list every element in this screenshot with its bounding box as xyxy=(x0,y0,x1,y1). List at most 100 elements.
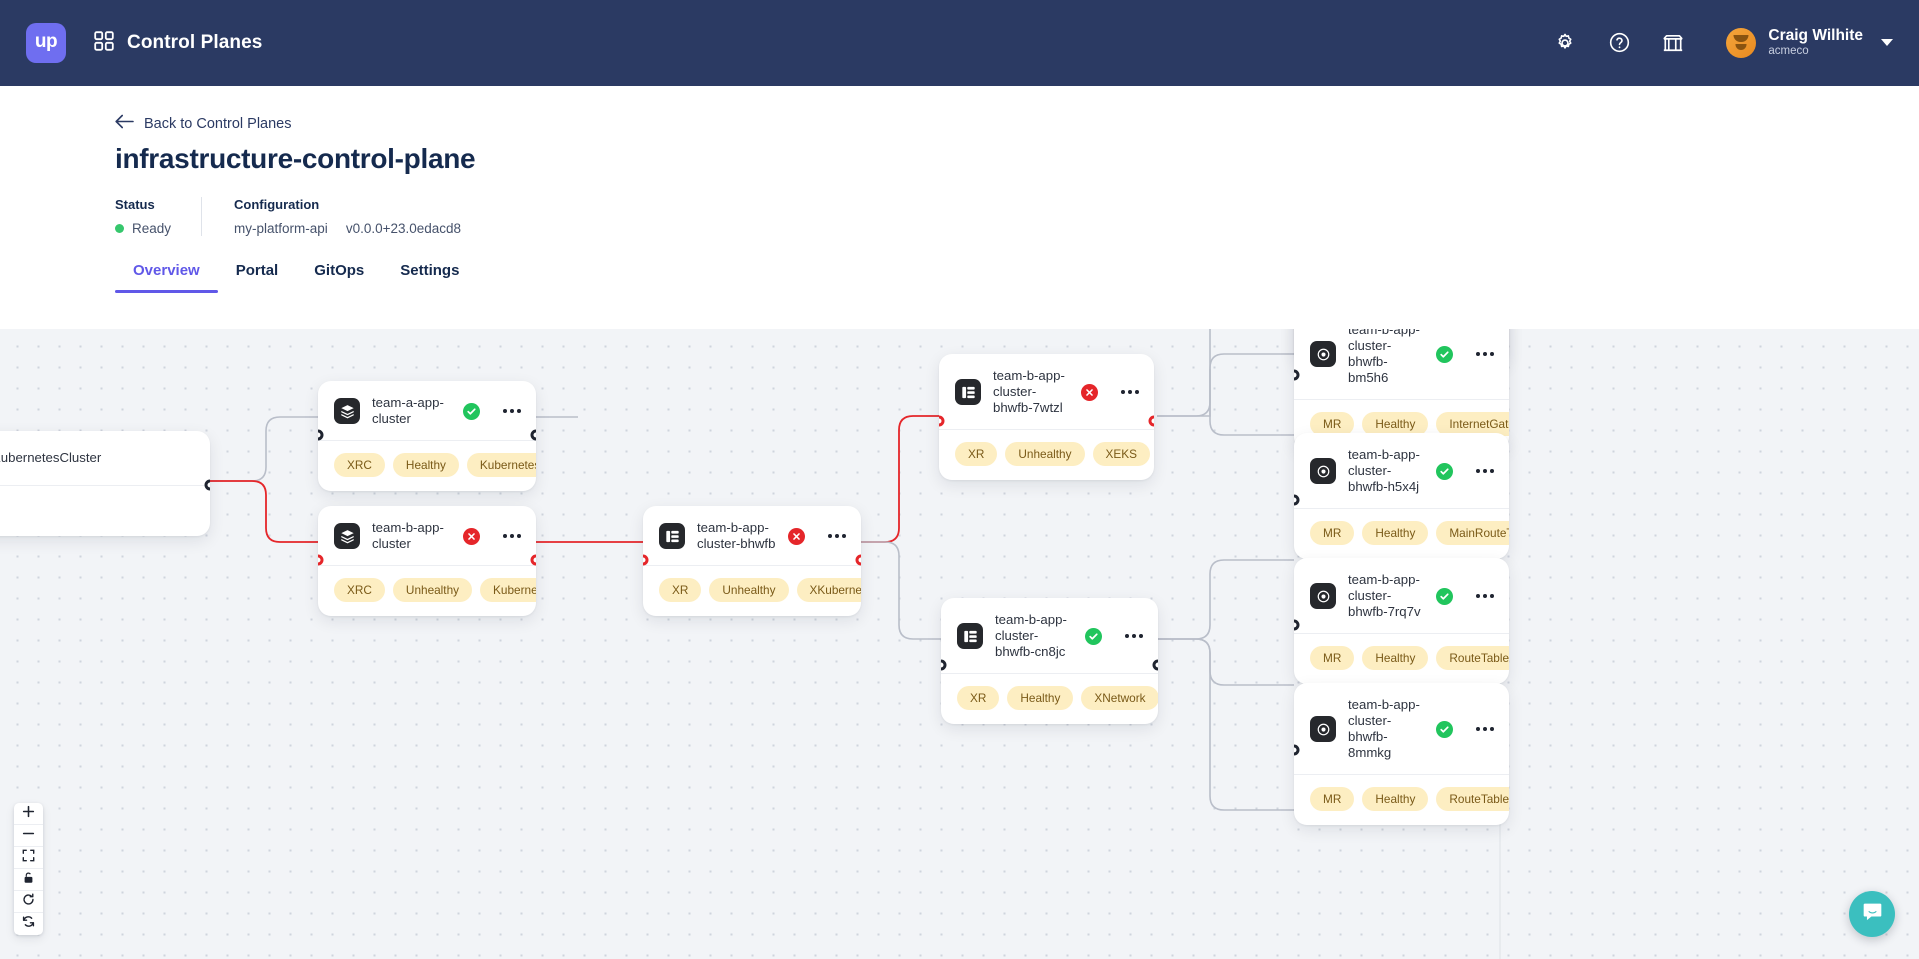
node-chip: XR xyxy=(659,578,702,603)
node-chip: InternetGateway xyxy=(1436,412,1509,437)
node-more-menu-button[interactable] xyxy=(1475,349,1495,359)
page-header: Back to Control Planes infrastructure-co… xyxy=(0,86,1919,236)
chevron-down-icon xyxy=(1881,39,1893,47)
node-handle-left[interactable] xyxy=(643,554,649,566)
node-header: team-b-app-cluster-bhwfb-h5x4j xyxy=(1294,433,1509,508)
reset-button[interactable] xyxy=(14,891,43,913)
node-chip: MR xyxy=(1310,646,1355,671)
node-more-menu-button[interactable] xyxy=(1120,387,1140,397)
node-chip: XKubernetesCluster xyxy=(796,578,861,603)
node-handle-right[interactable] xyxy=(855,554,861,566)
node-chip: MainRouteTableAssociation xyxy=(1436,521,1509,546)
graph-controls xyxy=(14,803,43,935)
back-to-control-planes-link[interactable]: Back to Control Planes xyxy=(115,114,292,133)
graph-node-kubernetescluster[interactable]: KKubernetesClusterAPI xyxy=(0,431,210,536)
unhealthy-x-icon xyxy=(463,527,480,545)
node-header: team-b-app-cluster-bhwfb-cn8jc xyxy=(941,598,1158,673)
node-handle-right[interactable] xyxy=(204,479,210,491)
status-label: Status xyxy=(115,197,155,212)
minus-icon xyxy=(22,827,35,845)
tab-label: GitOps xyxy=(314,262,365,279)
resource-graph-canvas[interactable]: KKubernetesClusterAPIteam-a-app-clusterX… xyxy=(0,329,1919,959)
node-handle-left[interactable] xyxy=(941,659,947,671)
marketplace-icon[interactable] xyxy=(1658,28,1688,58)
configuration-value: my-platform-api v0.0.0+23.0edacd8 xyxy=(234,221,461,236)
node-more-menu-button[interactable] xyxy=(827,531,847,541)
lock-icon xyxy=(22,871,35,889)
node-chip: XR xyxy=(955,442,998,467)
configuration-version: v0.0.0+23.0edacd8 xyxy=(345,221,462,236)
node-more-menu-button[interactable] xyxy=(502,406,522,416)
tab-overview[interactable]: Overview xyxy=(115,262,218,293)
unhealthy-x-icon xyxy=(788,527,805,545)
node-chip: XRC xyxy=(334,453,385,478)
composite-icon xyxy=(659,523,685,550)
node-chip: XRC xyxy=(334,578,385,603)
arrow-left-icon xyxy=(115,114,134,133)
user-menu[interactable]: Craig Wilhite acmeco xyxy=(1726,27,1893,59)
status-value: Ready xyxy=(132,221,172,236)
node-handle-right[interactable] xyxy=(1148,415,1154,427)
node-more-menu-button[interactable] xyxy=(1475,591,1495,601)
unhealthy-x-icon xyxy=(1081,383,1098,401)
zoom-in-button[interactable] xyxy=(14,803,43,825)
node-header: team-a-app-cluster xyxy=(318,381,536,440)
configuration-name: my-platform-api xyxy=(234,221,328,236)
graph-node-team-a-app-cluster[interactable]: team-a-app-clusterXRCHealthyKubernetesCl… xyxy=(318,381,536,492)
tab-settings[interactable]: Settings xyxy=(382,262,477,293)
fit-view-button[interactable] xyxy=(14,847,43,869)
node-label: team-b-app-cluster-bhwfb-cn8jc xyxy=(995,612,1067,660)
node-chip: Healthy xyxy=(1362,787,1429,812)
node-handle-left[interactable] xyxy=(939,415,945,427)
tab-portal[interactable]: Portal xyxy=(218,262,297,293)
nav-title: Control Planes xyxy=(127,32,263,53)
node-label: team-b-app-cluster-bhwfb xyxy=(697,520,776,552)
gear-icon[interactable] xyxy=(1550,28,1580,58)
logo-text: up xyxy=(34,31,58,52)
stack-icon xyxy=(334,523,360,550)
node-handle-left[interactable] xyxy=(1294,744,1300,756)
upbound-logo[interactable]: up xyxy=(26,23,66,63)
tab-gitops[interactable]: GitOps xyxy=(296,262,382,293)
back-link-label: Back to Control Planes xyxy=(144,115,292,132)
node-handle-left[interactable] xyxy=(1294,494,1300,506)
node-handle-left[interactable] xyxy=(318,429,324,441)
node-more-menu-button[interactable] xyxy=(1475,724,1495,734)
node-handle-right[interactable] xyxy=(1152,659,1158,671)
node-chip: KubernetesCluster xyxy=(480,578,536,603)
tab-label: Portal xyxy=(235,262,279,279)
lock-button[interactable] xyxy=(14,869,43,891)
fit-screen-icon xyxy=(22,849,35,867)
node-handle-left[interactable] xyxy=(1294,369,1300,381)
node-more-menu-button[interactable] xyxy=(502,531,522,541)
node-more-menu-button[interactable] xyxy=(1475,466,1495,476)
node-more-menu-button[interactable] xyxy=(1124,631,1144,641)
node-handle-right[interactable] xyxy=(530,429,536,441)
nav-control-planes[interactable]: Control Planes xyxy=(94,30,263,56)
help-circle-icon[interactable] xyxy=(1604,28,1634,58)
node-handle-right[interactable] xyxy=(530,554,536,566)
sync-button[interactable] xyxy=(14,913,43,935)
node-header: team-b-app-cluster xyxy=(318,506,536,565)
node-label: KubernetesCluster xyxy=(0,450,102,466)
node-handle-left[interactable] xyxy=(318,554,324,566)
node-chip: MR xyxy=(1310,521,1355,546)
node-chip: MR xyxy=(1310,787,1355,812)
node-chip: Healthy xyxy=(1362,521,1429,546)
node-chips: XRCUnhealthyKubernetesCluster xyxy=(318,565,536,616)
chat-widget-button[interactable] xyxy=(1849,891,1895,937)
node-chips: API xyxy=(0,485,210,536)
node-chip: RouteTableAssociation xyxy=(1436,787,1509,812)
status-block: Status Ready xyxy=(115,197,201,236)
node-handle-left[interactable] xyxy=(1294,619,1300,631)
node-chip: Healthy xyxy=(1007,686,1074,711)
graph-node-team-b-app-cluster[interactable]: team-b-app-clusterXRCUnhealthyKubernetes… xyxy=(318,506,536,617)
zoom-out-button[interactable] xyxy=(14,825,43,847)
